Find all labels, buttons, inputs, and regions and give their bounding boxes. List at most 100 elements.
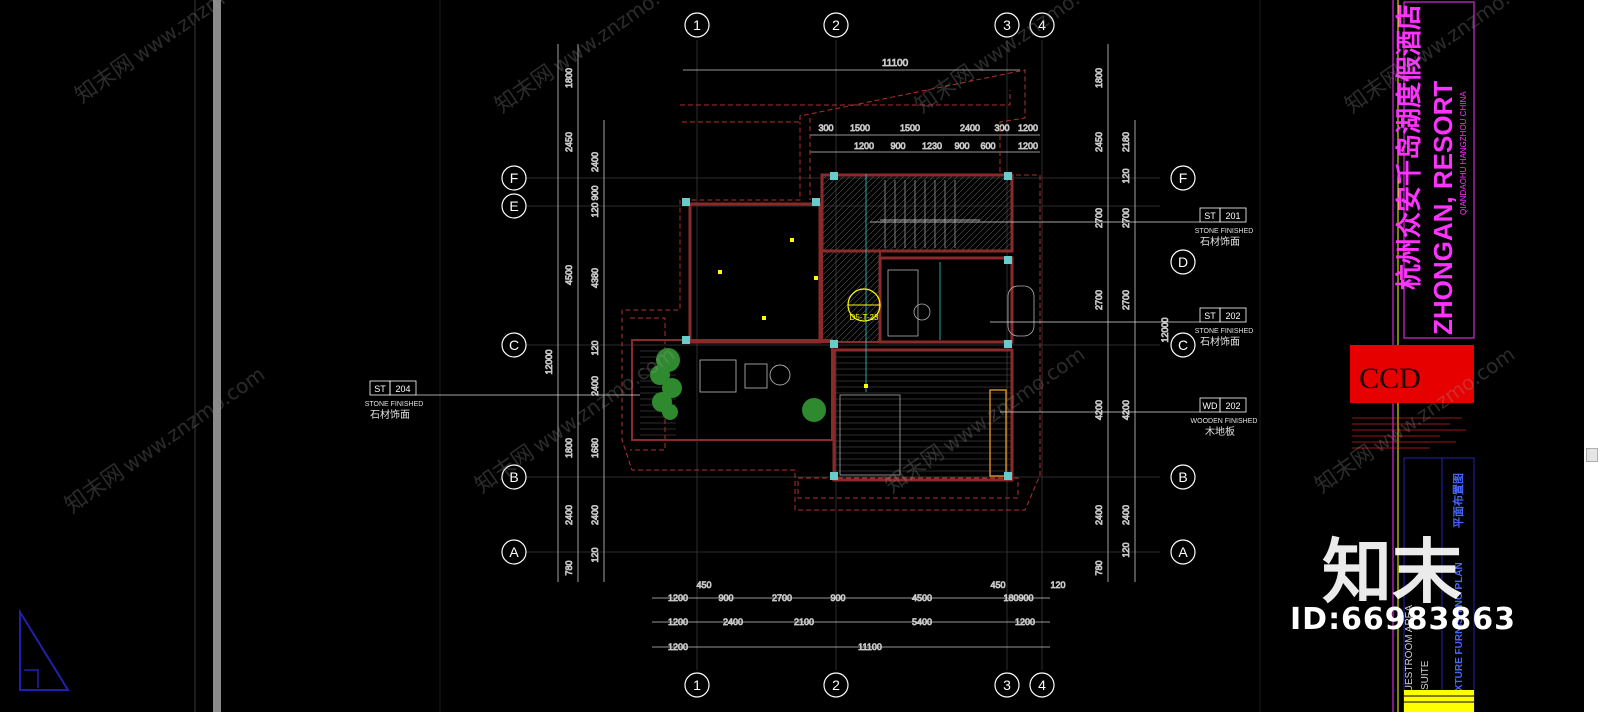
grid-bubble-right-C[interactable]: C bbox=[1170, 332, 1196, 358]
grid-bubble-label: F bbox=[510, 170, 519, 186]
grid-bubble-label: A bbox=[1178, 544, 1188, 560]
dimension-text: 12000 bbox=[544, 349, 554, 374]
left-panel bbox=[0, 0, 195, 712]
image-id: ID:66983863 bbox=[1290, 602, 1517, 637]
watermark-url: www.znzmo.com bbox=[548, 0, 699, 78]
grid-bubble-bottom-2[interactable]: 2 bbox=[823, 672, 849, 698]
scrollbar-thumb[interactable] bbox=[1586, 448, 1598, 462]
dimension-text: 120 bbox=[1121, 542, 1131, 557]
dimension-text: 4500 bbox=[564, 265, 574, 285]
grid-bubble-top-3[interactable]: 3 bbox=[994, 12, 1020, 38]
grid-bubble-circle bbox=[684, 672, 710, 698]
room-stair[interactable] bbox=[820, 173, 1014, 253]
dimension-text: 120 bbox=[590, 547, 600, 562]
grid-bubble-right-B[interactable]: B bbox=[1170, 464, 1196, 490]
dimension-text: 2700 bbox=[1094, 208, 1104, 228]
sheet-subtitle-2: D SUITE bbox=[1420, 660, 1431, 700]
ccd-logo bbox=[1350, 345, 1474, 403]
grid-bubble-circle bbox=[1170, 539, 1196, 565]
terrace-furniture bbox=[699, 359, 791, 393]
grid-bubble-left-F[interactable]: F bbox=[501, 165, 527, 191]
watermark-url: www.znzmo.com bbox=[968, 0, 1119, 78]
grid-bubble-right-D[interactable]: D bbox=[1170, 249, 1196, 275]
section-mark[interactable]: D5-T-23 bbox=[847, 288, 881, 322]
grid-bubble-right-A[interactable]: A bbox=[1170, 539, 1196, 565]
dimension-text: 450 bbox=[990, 580, 1005, 590]
dimension-text: 2700 bbox=[1121, 208, 1131, 228]
dimension-text: 780 bbox=[564, 560, 574, 575]
floor-plan[interactable]: D5-T-23 bbox=[621, 69, 1041, 511]
dimension-text: 1800 bbox=[564, 438, 574, 458]
room-terrace[interactable] bbox=[631, 339, 833, 441]
grid-bubble-left-B[interactable]: B bbox=[501, 464, 527, 490]
tag-code: ST bbox=[1204, 211, 1216, 221]
grid-bubble-top-2[interactable]: 2 bbox=[823, 12, 849, 38]
grid-bubble-circle bbox=[501, 539, 527, 565]
tag-chinese: 木地板 bbox=[1205, 425, 1235, 438]
dimension-text: 1800 bbox=[564, 68, 574, 88]
dimension-text: 1230 bbox=[922, 141, 942, 151]
vertical-scrollbar[interactable] bbox=[1584, 0, 1600, 712]
grid-bubble-circle bbox=[1170, 464, 1196, 490]
grid-bubble-circle bbox=[1170, 249, 1196, 275]
dimension-text: 1500 bbox=[850, 123, 870, 133]
grid-bubble-top-4[interactable]: 4 bbox=[1029, 12, 1055, 38]
tag-code: WD bbox=[1203, 401, 1218, 411]
grid-bubble-label: 1 bbox=[693, 677, 701, 693]
dimension-text: 780 bbox=[1094, 560, 1104, 575]
grid-bubble-left-E[interactable]: E bbox=[501, 193, 527, 219]
grid-bubble-bottom-3[interactable]: 3 bbox=[994, 672, 1020, 698]
dimension-text: 600 bbox=[980, 141, 995, 151]
room-corridor[interactable] bbox=[821, 250, 881, 343]
room-bathroom[interactable] bbox=[878, 256, 1014, 344]
tag-number-box bbox=[1219, 207, 1247, 223]
dimension-text: 2400 bbox=[590, 505, 600, 525]
grid-bubble-bottom-1[interactable]: 1 bbox=[684, 672, 710, 698]
dimension-text: 5400 bbox=[912, 617, 932, 627]
dimension-text: 900 bbox=[954, 141, 969, 151]
room-living-wood-floor[interactable] bbox=[832, 348, 1014, 482]
grid-bubble-label: C bbox=[509, 337, 519, 353]
project-name-cn: 杭州众安千岛湖度假酒店 bbox=[1394, 4, 1425, 290]
room-bedroom[interactable] bbox=[688, 202, 822, 344]
grid-bubble-circle bbox=[501, 165, 527, 191]
roof-outline bbox=[621, 69, 1041, 511]
grid-bubble-top-1[interactable]: 1 bbox=[684, 12, 710, 38]
grid-bubble-left-C[interactable]: C bbox=[501, 332, 527, 358]
title-block[interactable]: 杭州众安千岛湖度假酒店 ZHONGAN, RESORT QIANDAOHU HA… bbox=[1350, 0, 1475, 712]
grid-bubble-label: D bbox=[1178, 254, 1188, 270]
watermark-cn: 知末网 bbox=[471, 440, 539, 498]
dimension-text: 120 bbox=[590, 340, 600, 355]
grid-bubble-right-F[interactable]: F bbox=[1170, 165, 1196, 191]
tag-code: ST bbox=[1204, 311, 1216, 321]
tag-number-box bbox=[1219, 397, 1247, 413]
dimension-text: 2400 bbox=[590, 376, 600, 396]
dimension-text: 120 bbox=[590, 202, 600, 217]
grid-bubble-left-A[interactable]: A bbox=[501, 539, 527, 565]
dimension-text: 1500 bbox=[900, 123, 920, 133]
dimension-text: 2400 bbox=[960, 123, 980, 133]
grid-bubble-label: F bbox=[1179, 170, 1188, 186]
grid-bubble-label: 2 bbox=[832, 17, 840, 33]
tag-number-box bbox=[389, 380, 417, 396]
dimension-text: 2400 bbox=[723, 617, 743, 627]
grid-bubble-bottom-4[interactable]: 4 bbox=[1029, 672, 1055, 698]
dimension-text: 300 bbox=[994, 123, 1009, 133]
grid-bubble-label: 3 bbox=[1003, 17, 1011, 33]
dimension-text: 900 bbox=[590, 185, 600, 200]
dimension-text: 300 bbox=[818, 123, 833, 133]
dimension-text: 1800 bbox=[1094, 68, 1104, 88]
watermark-cn: 知末网 bbox=[491, 60, 559, 118]
grid-bubble-circle bbox=[501, 193, 527, 219]
project-location: QIANDAOHU HANGZHOU CHINA bbox=[1459, 91, 1468, 215]
dimension-text: 2400 bbox=[1094, 505, 1104, 525]
watermark-cn: 知末网 bbox=[1311, 440, 1379, 498]
